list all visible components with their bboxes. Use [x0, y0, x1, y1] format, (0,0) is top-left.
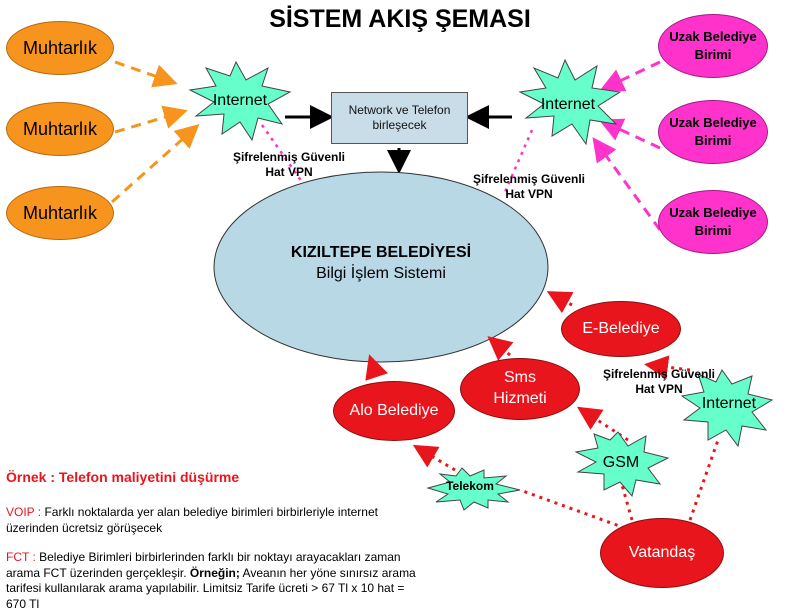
network-box-line1: Network ve Telefon	[348, 103, 451, 117]
alo-belediye-label: Alo Belediye	[349, 402, 439, 419]
uzak-birim-line1: Uzak Belediye	[669, 205, 757, 221]
sms-line1: Sms	[504, 369, 536, 387]
page-title: SİSTEM AKIŞ ŞEMASI	[269, 5, 531, 33]
uzak-birim-line1: Uzak Belediye	[669, 115, 757, 131]
vatandas-node: Vatandaş	[600, 518, 724, 588]
telekom-star	[426, 467, 521, 511]
telekom-label: Telekom	[446, 479, 494, 493]
muhtarlik-arrows	[111, 60, 200, 204]
vpn-dotted-lines	[260, 124, 304, 183]
uzak-birim-line1: Uzak Belediye	[669, 29, 757, 45]
voip-text: Farklı noktalarda yer alan belediye biri…	[6, 505, 378, 535]
alo-belediye-node: Alo Belediye	[333, 381, 455, 441]
internet-label-left: Internet	[212, 92, 268, 109]
uzak-birim-line2: Birimi	[694, 133, 732, 148]
vatandas-label: Vatandaş	[628, 544, 696, 561]
muhtarlik-label: Muhtarlık	[22, 118, 98, 139]
gsm-star	[574, 431, 670, 498]
internet-label-bottom: Internet	[701, 395, 757, 412]
internet-star-bottom	[680, 369, 774, 448]
muhtarlik-label: Muhtarlık	[22, 37, 98, 58]
internet-star-right	[518, 58, 622, 146]
uzak-arrows	[592, 60, 662, 231]
uzak-birim-line2: Birimi	[694, 223, 732, 238]
internet-star-left	[188, 60, 292, 142]
sms-line2: Hizmeti	[493, 390, 547, 407]
vpn-dotted-lines-right	[503, 129, 534, 193]
e-belediye-node: E-Belediye	[561, 301, 681, 357]
vpn-line2: Hat VPN	[265, 165, 313, 179]
muhtarlik-node-2: Muhtarlık	[6, 102, 114, 156]
vpn-line1: Şifrelenmiş Güvenli	[472, 172, 586, 186]
vpn-line2: Hat VPN	[635, 382, 683, 396]
fct-key: FCT :	[6, 550, 36, 564]
muhtarlik-label: Muhtarlık	[22, 202, 98, 223]
gsm-label: GSM	[602, 454, 640, 471]
uzak-birim-line2: Birimi	[694, 47, 732, 62]
voip-note: VOIP : Farklı noktalarda yer alan beledi…	[6, 505, 416, 536]
network-box-line2: birleşecek	[372, 118, 427, 132]
vpn-line2: Hat VPN	[505, 187, 553, 201]
vpn-line1: Şifrelenmiş Güvenli	[602, 367, 716, 381]
voip-key: VOIP :	[6, 505, 42, 519]
center-title: KIZILTEPE BELEDİYESİ	[290, 244, 472, 261]
fct-note: FCT : Belediye Birimleri birbirlerinden …	[6, 550, 416, 612]
notes-heading: Örnek : Telefon maliyetini düşürme	[6, 469, 240, 485]
internet-label-right: Internet	[540, 96, 596, 113]
fct-bold: Örneğin;	[189, 565, 240, 580]
network-arrows	[285, 105, 512, 174]
center-text: KIZILTEPE BELEDİYESİ Bilgi İşlem Sistemi	[214, 244, 548, 283]
fct-text-1: Belediye Birimleri birbirlerinden farklı…	[6, 550, 401, 580]
vpn-line1: Şifrelenmiş Güvenli	[232, 150, 346, 164]
e-belediye-label: E-Belediye	[582, 320, 660, 337]
center-subtitle: Bilgi İşlem Sistemi	[316, 265, 446, 282]
muhtarlik-node-1: Muhtarlık	[6, 21, 114, 75]
muhtarlik-node-3: Muhtarlık	[6, 186, 114, 240]
